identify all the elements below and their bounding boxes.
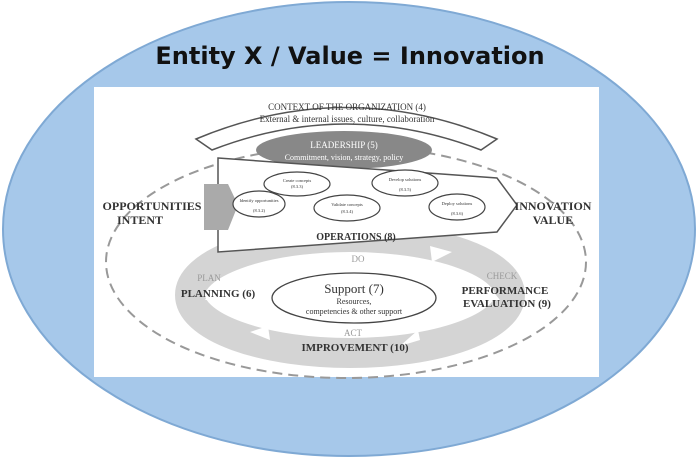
support-title: Support (7) xyxy=(324,281,384,296)
process-create-concepts xyxy=(263,171,331,197)
leadership-ellipse xyxy=(256,131,432,169)
process-ref-deploy: (8.3.6) xyxy=(451,211,463,216)
leadership-title: LEADERSHIP (5) xyxy=(310,140,377,150)
leadership-subtitle: Commitment, vision, strategy, policy xyxy=(285,153,404,162)
left-label-line1: OPPORTUNITIES xyxy=(103,199,202,213)
act-phase: ACT xyxy=(344,328,363,338)
cycle-arrow-top-right xyxy=(430,246,452,262)
planning-label: PLANNING (6) xyxy=(181,288,256,300)
process-ref-validate: (8.3.4) xyxy=(341,209,353,214)
process-label-deploy: Deploy solutions xyxy=(442,201,473,206)
support-ellipse xyxy=(271,272,437,324)
process-label-validate: Validate concepts xyxy=(331,202,363,207)
support-line2: competencies & other support xyxy=(306,307,403,316)
left-label-line2: INTENT xyxy=(117,213,163,227)
operations-label: OPERATIONS (8) xyxy=(316,232,396,243)
right-label-line1: INNOVATION xyxy=(515,199,592,213)
context-subtitle: External & internal issues, culture, col… xyxy=(260,114,435,124)
process-ref-identify: (8.3.2) xyxy=(253,208,265,213)
operations-entry-block xyxy=(204,184,238,230)
improvement-label: IMPROVEMENT (10) xyxy=(301,342,408,354)
check-phase: CHECK xyxy=(487,271,518,281)
process-deploy-solutions xyxy=(428,193,486,221)
process-label-develop: Develop solutions xyxy=(389,177,422,182)
process-identify-opportunities xyxy=(232,190,286,218)
process-label-identify: Identify opportunities xyxy=(239,198,278,203)
process-ref-create: (8.3.3) xyxy=(291,184,303,189)
do-label: DO xyxy=(352,254,365,264)
context-arch xyxy=(194,106,499,151)
support-line1: Resources, xyxy=(337,297,372,306)
cycle-arrow-bottom-right xyxy=(400,330,420,346)
cycle-arrow-left xyxy=(205,285,225,300)
process-ref-develop: (8.3.5) xyxy=(399,187,411,192)
cycle-arrow-bottom-left xyxy=(250,326,270,340)
cycle-arrow-right xyxy=(478,285,500,300)
process-validate-concepts xyxy=(313,194,381,222)
plan-phase: PLAN xyxy=(197,273,221,283)
process-develop-solutions xyxy=(371,169,439,197)
page-title: Entity X / Value = Innovation xyxy=(155,42,545,70)
performance-label: PERFORMANCE xyxy=(462,285,549,297)
context-title: CONTEXT OF THE ORGANIZATION (4) xyxy=(268,102,426,112)
process-label-create: Create concepts xyxy=(283,178,312,183)
right-label-line2: VALUE xyxy=(533,213,573,227)
evaluation-label: EVALUATION (9) xyxy=(463,298,551,310)
